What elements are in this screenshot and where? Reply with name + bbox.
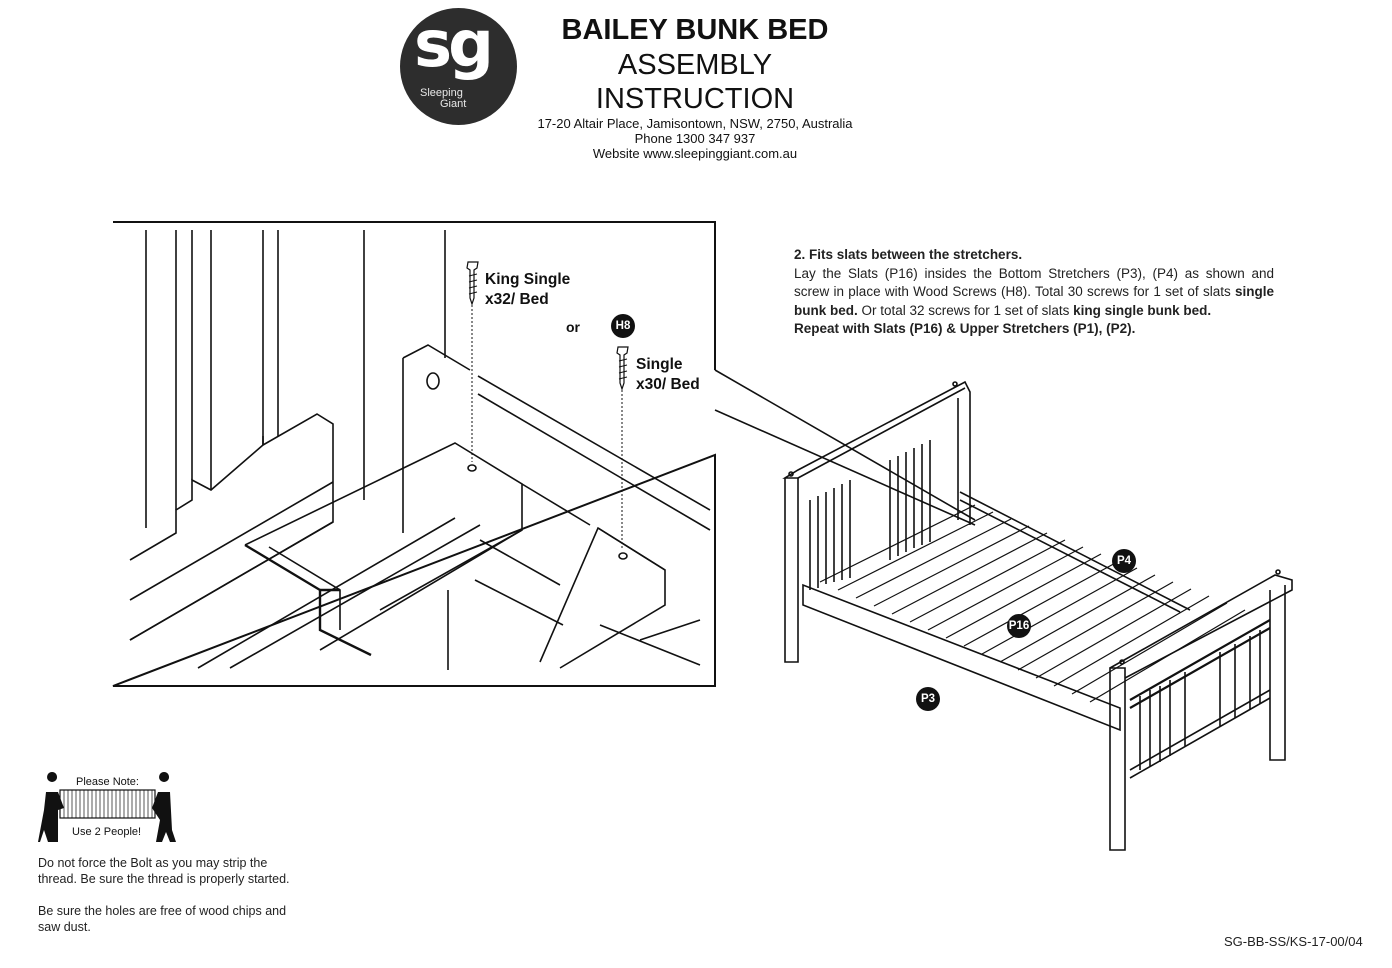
single-qty: x30/ Bed	[636, 376, 700, 393]
logo-brand-line1: Sleeping	[420, 87, 463, 99]
two-people-icon	[38, 772, 176, 842]
document-reference: SG-BB-SS/KS-17-00/04	[1224, 934, 1363, 949]
bed-overview-drawing	[782, 380, 1293, 851]
part-badge-p3: P3	[916, 687, 940, 711]
step-text-2: Or total 32 screws for 1 set of slats	[857, 302, 1074, 318]
or-label: or	[566, 319, 580, 335]
callout-lines	[714, 369, 976, 526]
safety-notes: Do not force the Bolt as you may strip t…	[38, 855, 294, 951]
safety-note-bolt: Do not force the Bolt as you may strip t…	[38, 856, 290, 886]
step-instructions: 2. Fits slats between the stretchers. La…	[794, 246, 1274, 339]
document-header: BAILEY BUNK BED ASSEMBLY INSTRUCTION 17-…	[520, 12, 870, 161]
step-bold-2: king single bunk bed.	[1073, 302, 1212, 318]
note-please-note: Please Note:	[76, 776, 139, 788]
hardware-badge-h8: H8	[611, 314, 635, 338]
note-use-two-people: Use 2 People!	[72, 826, 142, 838]
king-single-qty: x32/ Bed	[485, 291, 549, 308]
step-bold-1: single bunk bed.	[794, 284, 1274, 318]
step-title: 2. Fits slats between the stretchers.	[794, 247, 1023, 262]
step-body: Lay the Slats (P16) insides the Bottom S…	[794, 265, 1274, 321]
detail-headboard	[129, 230, 446, 641]
screw-icon	[466, 261, 479, 472]
document-subtitle: ASSEMBLY INSTRUCTION	[595, 49, 795, 115]
logo-brand: Sleeping Giant	[420, 88, 466, 110]
company-website: Website www.sleepinggiant.com.au	[592, 146, 798, 161]
detail-frame	[112, 221, 716, 687]
safety-note-holes: Be sure the holes are free of wood chips…	[38, 904, 287, 934]
company-phone: Phone 1300 347 937	[634, 131, 756, 146]
detail-side-post	[402, 344, 711, 533]
part-badge-p4: P4	[1112, 549, 1136, 573]
part-badge-p16: P16	[1007, 614, 1031, 638]
step-repeat: Repeat with Slats (P16) & Upper Stretche…	[794, 321, 1136, 336]
single-label: Single	[636, 356, 683, 373]
logo-monogram: sg	[414, 8, 494, 82]
step-text-1: Lay the Slats (P16) insides the Bottom S…	[794, 265, 1274, 300]
document-title: BAILEY BUNK BED	[561, 14, 829, 46]
detail-slats	[129, 442, 701, 670]
sleeping-giant-logo: sg Sleeping Giant	[400, 8, 517, 125]
king-single-label: King Single	[485, 271, 571, 288]
logo-brand-line2: Giant	[440, 98, 467, 110]
screw-icon	[616, 346, 629, 560]
company-address: 17-20 Altair Place, Jamisontown, NSW, 27…	[537, 116, 853, 131]
